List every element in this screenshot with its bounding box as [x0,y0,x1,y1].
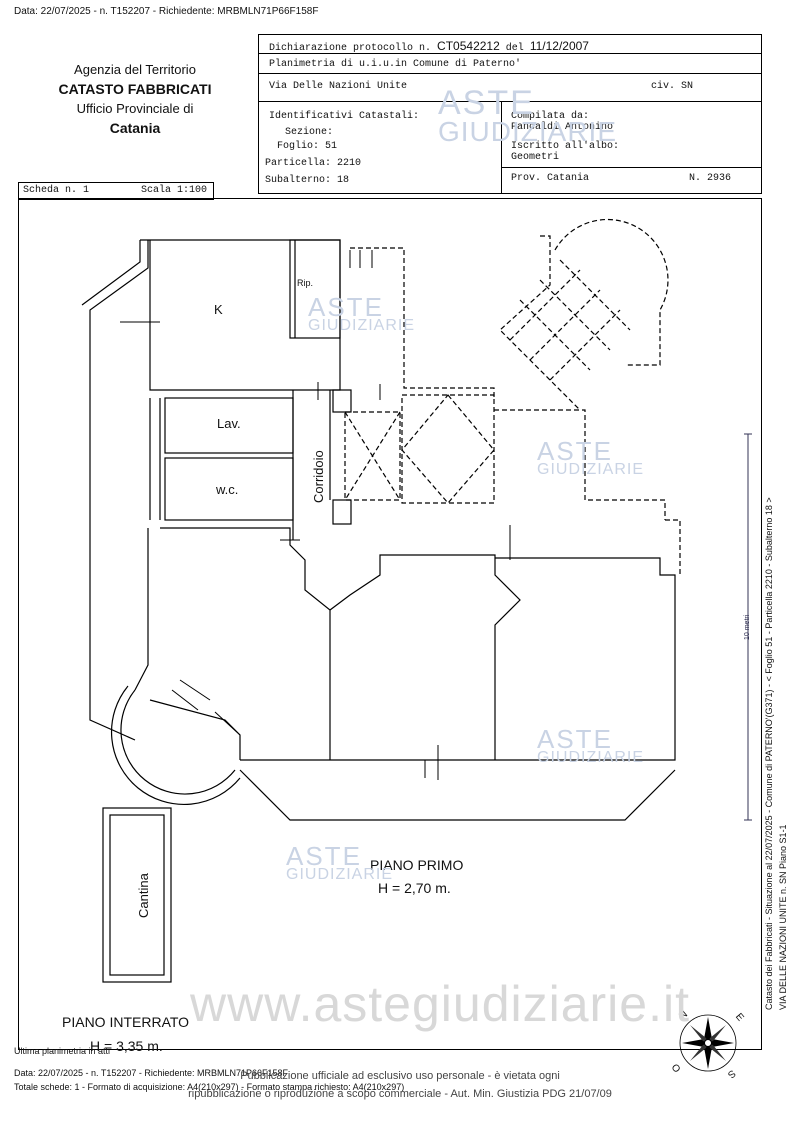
albo: Geometri [511,152,560,163]
compiler-name: Pancaldi Antonino [511,122,614,133]
side-address-line: VIA DELLE NAZIONI UNITE n. SN Piano S1-1 [778,824,788,1010]
site-watermark: www.astegiudiziarie.it [190,976,690,1032]
protocol-date: 11/12/2007 [529,39,589,53]
room-rip: Rip. [297,278,314,288]
floor-interrato: PIANO INTERRATO [62,1014,190,1030]
sezione: Sezione: [285,127,334,138]
footer-totale: Totale schede: 1 - Formato di acquisizio… [14,1082,405,1092]
office-label: Ufficio Provinciale di [76,101,194,116]
footer-data: Data: 22/07/2025 - n. T152207 - Richiede… [14,1068,288,1078]
subalterno: Subalterno: 18 [265,175,350,186]
outer-wall-left-inner [81,240,141,306]
date-label: del [505,43,524,54]
bay-window [120,689,236,795]
catasto-title: CATASTO FABBRICATI [58,81,212,97]
albo-number: N. 2936 [689,173,732,184]
notice-line-1: Pubblicazione ufficiale ad esclusivo uso… [240,1070,560,1082]
outer-wall-left [89,240,149,741]
room-k: K [214,302,223,317]
agency-name: Agenzia del Territorio [74,62,196,77]
room-lav: Lav. [217,416,241,431]
room-wc: w.c. [216,482,239,497]
declaration-box: Dichiarazione protocollo n. CT0542212 de… [258,34,762,194]
identifiers-title: Identificativi Catastali: [269,111,420,122]
foglio: Foglio: 51 [277,141,338,152]
prov: Prov. Catania [511,173,590,184]
cantina-room [109,814,165,976]
declaration-line: Dichiarazione protocollo n. CT0542212 de… [269,39,589,54]
compilata-label: Compilata da: [511,111,590,122]
shaft-right [401,394,495,504]
room-cantina: Cantina [136,873,151,918]
compass-rose [679,1014,737,1072]
notice-line-2: ripubblicazione o riproduzione a scopo c… [188,1088,612,1100]
scale-label: Scala 1:100 [141,185,208,196]
floor-interrato-height: H = 3,35 m. [90,1038,163,1054]
iscritto-label: Iscritto all'albo: [511,141,620,152]
address-line: Via Delle Nazioni Unite [269,81,408,92]
room-corridoio: Corridoio [311,450,326,503]
lower-wall [134,528,149,691]
plan-frame [18,198,762,1050]
rip-room [289,239,341,339]
protocol-number: CT0542212 [437,39,500,53]
agency-block: Agenzia del Territorio CATASTO FABBRICAT… [30,62,240,136]
office-city: Catania [109,120,161,136]
shaft-left [344,411,401,501]
top-request-line: Data: 22/07/2025 - n. T152207 - Richiede… [14,6,319,17]
side-catasto-line: Catasto dei Fabbricati - Situazione al 2… [764,497,774,1010]
scheda-box: Scheda n. 1 Scala 1:100 [18,182,214,200]
footer-ultima: Ultima planimetria in atti [14,1046,111,1056]
particella: Particella: 2210 [265,158,362,169]
floor-primo-height: H = 2,70 m. [378,880,451,896]
scale-bar-label: 10 metri [744,614,751,640]
civic-number: civ. SN [651,81,694,92]
planimetria-line: Planimetria di u.i.u.in Comune di Patern… [269,59,522,70]
scheda-number: Scheda n. 1 [23,185,90,196]
declaration-label: Dichiarazione protocollo n. [269,43,432,54]
floor-primo: PIANO PRIMO [370,857,464,873]
